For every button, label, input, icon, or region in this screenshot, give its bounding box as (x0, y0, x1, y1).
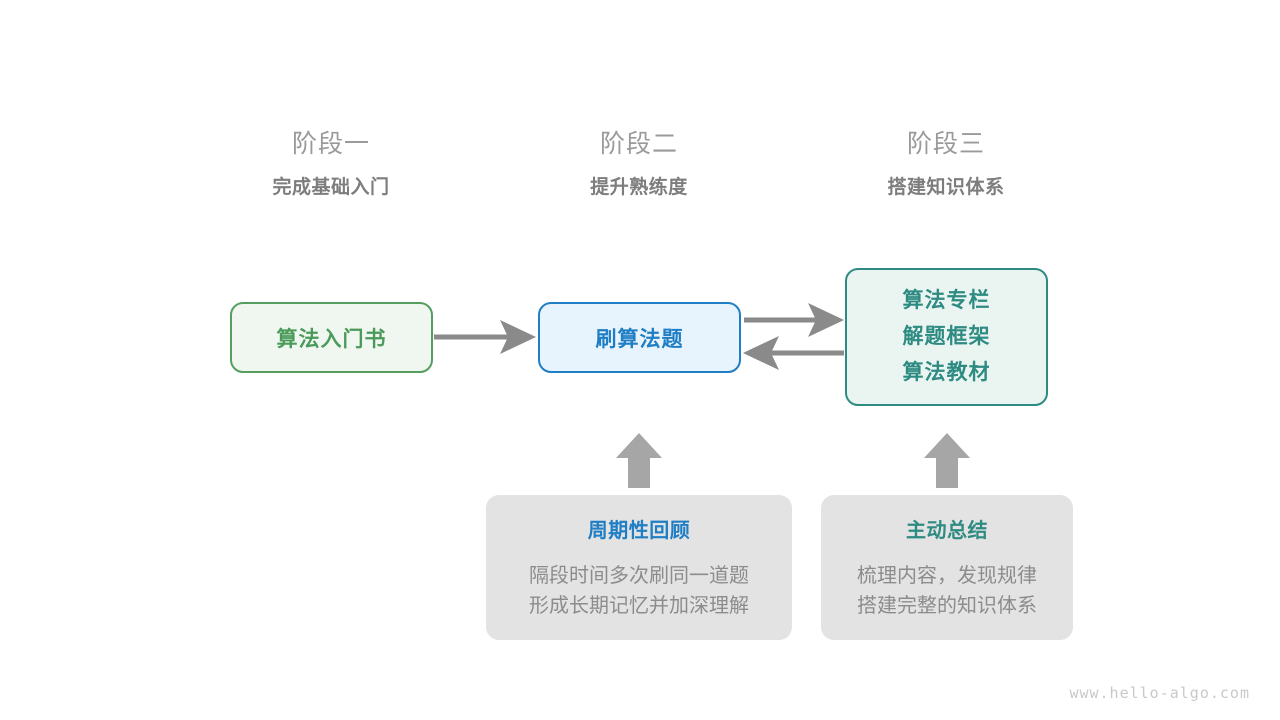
note-title: 主动总结 (906, 520, 988, 542)
note-body: 隔段时间多次刷同一道题 形成长期记忆并加深理解 (529, 561, 749, 621)
phase-header-3: 阶段三 搭建知识体系 (816, 128, 1076, 203)
node-algorithm-intro-book: 算法入门书 (230, 302, 433, 373)
node-label-line-1: 算法专栏 (902, 289, 991, 312)
node-label: 算法入门书 (276, 327, 387, 351)
phase-header-1: 阶段一 完成基础入门 (201, 128, 461, 203)
arrow-summary-to-system (924, 433, 970, 488)
note-card-active-summary: 主动总结 梳理内容，发现规律 搭建完整的知识体系 (821, 495, 1073, 640)
arrow-review-to-practice (616, 433, 662, 488)
node-label-line-2: 解题框架 (902, 325, 991, 348)
phase-title-3: 阶段三 (906, 130, 985, 158)
phase-title-1: 阶段一 (291, 130, 370, 158)
watermark-url: www.hello-algo.com (1069, 684, 1250, 702)
note-body-line-2: 搭建完整的知识体系 (857, 595, 1037, 617)
phase-subtitle-2: 提升熟练度 (590, 177, 688, 198)
phase-subtitle-1: 完成基础入门 (272, 177, 390, 198)
note-title: 周期性回顾 (587, 520, 691, 542)
node-practice-problems: 刷算法题 (538, 302, 741, 373)
note-body: 梳理内容，发现规律 搭建完整的知识体系 (857, 561, 1037, 621)
phase-header-2: 阶段二 提升熟练度 (509, 128, 769, 203)
note-card-periodic-review: 周期性回顾 隔段时间多次刷同一道题 形成长期记忆并加深理解 (486, 495, 792, 640)
note-body-line-1: 隔段时间多次刷同一道题 (529, 565, 749, 587)
node-label-line-3: 算法教材 (902, 361, 991, 384)
phase-title-2: 阶段二 (599, 130, 678, 158)
node-knowledge-system: 算法专栏 解题框架 算法教材 (845, 268, 1048, 406)
node-label: 刷算法题 (595, 327, 684, 351)
phase-subtitle-3: 搭建知识体系 (887, 177, 1005, 198)
note-body-line-2: 形成长期记忆并加深理解 (529, 595, 749, 617)
note-body-line-1: 梳理内容，发现规律 (857, 565, 1037, 587)
